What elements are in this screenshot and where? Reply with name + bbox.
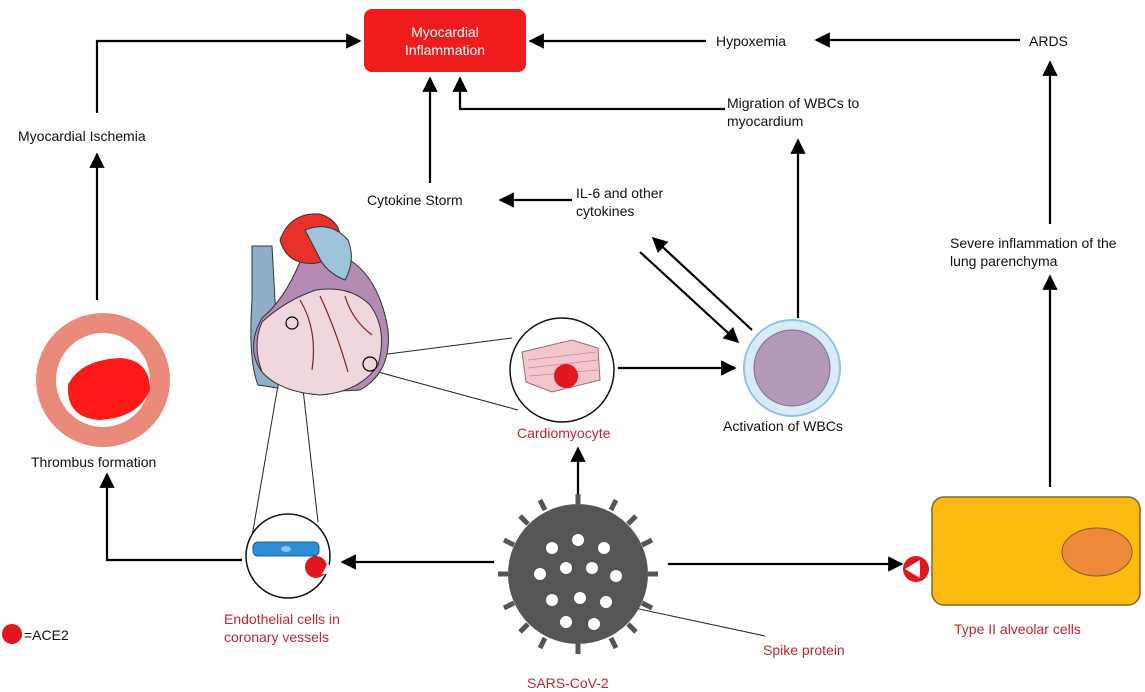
cytokine-storm-label: Cytokine Storm — [367, 192, 463, 208]
zoom-lines — [249, 326, 766, 637]
hypoxemia-label: Hypoxemia — [716, 33, 787, 49]
endothelial-icon — [245, 513, 331, 599]
alveolar-cell-icon — [931, 496, 1141, 606]
myocardial-inflammation-box: Myocardial Inflammation — [364, 9, 526, 72]
cardiomyocyte-label: Cardiomyocyte — [517, 425, 611, 441]
arrows — [89, 32, 1058, 572]
il6-label: IL-6 and other cytokines — [576, 185, 664, 219]
ace2-icon-endo — [305, 556, 327, 578]
thrombus-icon — [36, 313, 170, 447]
severe-inflammation-label: Severe inflammation of the lung parenchy… — [950, 235, 1117, 269]
ace2-icon-cardio — [554, 364, 579, 398]
sars-cov-2-label: SARS-CoV-2 — [527, 675, 609, 691]
thrombus-label: Thrombus formation — [31, 454, 157, 470]
ace2-legend-label: =ACE2 — [24, 627, 69, 643]
arrow-wbc-to-il6 — [651, 236, 753, 331]
migration-wbc-label: Migration of WBCs to myocardium — [727, 95, 860, 129]
myocardial-ischemia-label: Myocardial Ischemia — [18, 128, 146, 144]
arrow-endothelial-to-thrombus — [99, 472, 242, 562]
spike-protein-label: Spike protein — [763, 642, 845, 658]
arrow-il6-to-wbc — [639, 251, 740, 344]
endothelial-label: Endothelial cells in coronary vessels — [224, 611, 340, 645]
type2-alveolar-label: Type II alveolar cells — [954, 621, 1081, 637]
arrow-migration-to-inflammation — [452, 76, 725, 111]
ards-label: ARDS — [1029, 33, 1068, 49]
myocardial-inflammation-label: Myocardial Inflammation — [404, 23, 486, 58]
arrow-ischemia-to-inflammation — [95, 33, 362, 113]
wbc-icon — [743, 319, 841, 417]
heart-icon — [250, 213, 389, 396]
activation-wbc-label: Activation of WBCs — [723, 418, 843, 434]
virus-icon — [498, 494, 658, 654]
spike-pointer-line — [629, 606, 766, 637]
ace2-icon-legend — [2, 624, 22, 644]
